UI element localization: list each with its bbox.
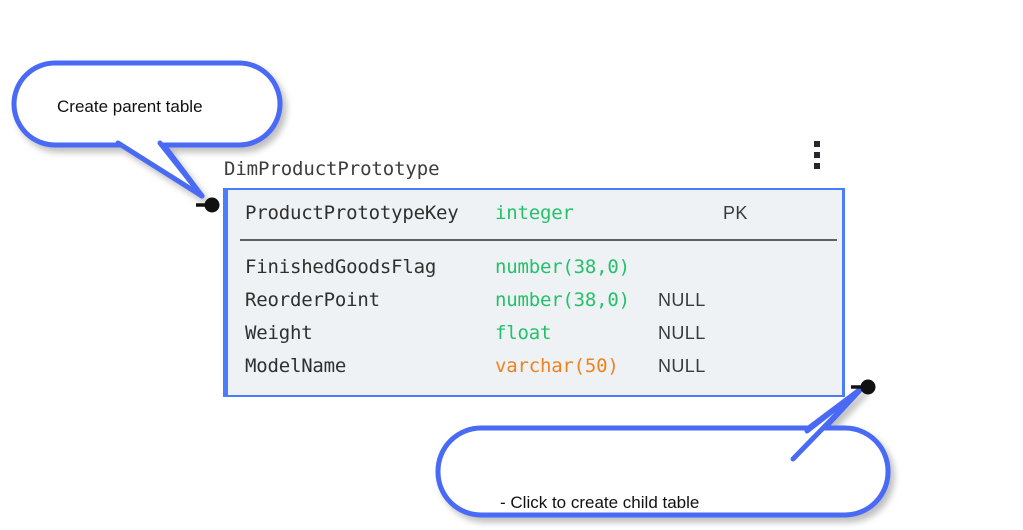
column-key-badge: PK xyxy=(723,203,748,223)
column-name: FinishedGoodsFlag xyxy=(245,256,437,278)
callout-bottom-label: - Click to create child table - Drag to … xyxy=(500,450,776,530)
callout-top-tail-edge-left xyxy=(115,140,205,199)
column-name: ProductPrototypeKey xyxy=(245,202,459,224)
callout-top-label: Create parent table xyxy=(57,97,203,116)
column-name: ReorderPoint xyxy=(245,289,380,311)
table-row[interactable]: Weight float NULL xyxy=(228,322,842,355)
kebab-dot-1 xyxy=(813,141,820,147)
column-nullable: NULL xyxy=(658,356,706,376)
column-type: number(38,0) xyxy=(495,289,630,311)
parent-connector-handle[interactable] xyxy=(196,197,220,213)
table-title: DimProductPrototype xyxy=(224,158,440,180)
table-row[interactable]: ModelName varchar(50) NULL xyxy=(228,355,842,388)
column-type: number(38,0) xyxy=(495,256,630,278)
table-row[interactable]: ReorderPoint number(38,0) NULL xyxy=(228,289,842,322)
callout-bottom-tail-edge-left xyxy=(790,385,865,462)
callout-top-tail-edge-right xyxy=(157,140,205,199)
child-connector-handle[interactable] xyxy=(851,379,876,395)
column-name: ModelName xyxy=(245,355,347,377)
table-row[interactable]: FinishedGoodsFlag number(38,0) xyxy=(228,256,842,289)
column-name: Weight xyxy=(245,322,313,344)
callout-bottom-line-1: - Click to create child table xyxy=(500,493,700,512)
callout-bottom-tail xyxy=(792,385,865,463)
kebab-dot-3 xyxy=(813,163,820,169)
kebab-menu-icon[interactable] xyxy=(811,141,822,171)
column-nullable: NULL xyxy=(658,290,706,310)
callout-top-tail xyxy=(115,137,205,199)
callout-top-tail-joint xyxy=(121,142,200,194)
callout-bottom-tail-joint xyxy=(793,390,858,458)
column-type: integer xyxy=(495,202,574,224)
column-nullable: NULL xyxy=(658,323,706,343)
table-card-dimproductprototype[interactable]: ProductPrototypeKey integer PK FinishedG… xyxy=(223,188,845,397)
column-type: varchar(50) xyxy=(495,355,619,377)
kebab-dot-2 xyxy=(813,152,820,158)
column-type: float xyxy=(495,322,552,344)
table-row-primary-key[interactable]: ProductPrototypeKey integer PK xyxy=(228,202,842,235)
header-divider xyxy=(240,239,837,241)
